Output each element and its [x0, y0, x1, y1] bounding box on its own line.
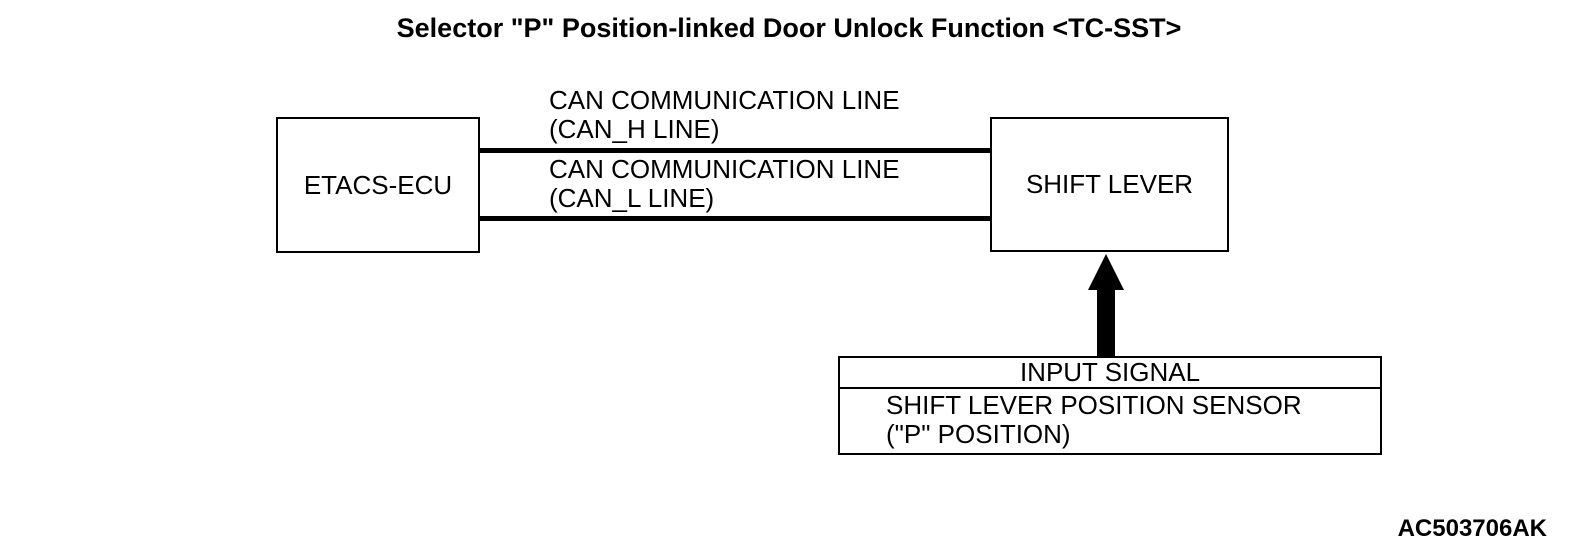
can-h-label: CAN COMMUNICATION LINE(CAN_H LINE): [549, 86, 900, 144]
input-signal-body-line1: SHIFT LEVER POSITION SENSOR: [886, 390, 1302, 420]
input-signal-box: INPUT SIGNAL SHIFT LEVER POSITION SENSOR…: [838, 356, 1382, 455]
diagram-title: Selector "P" Position-linked Door Unlock…: [396, 13, 1182, 43]
can-l-label: CAN COMMUNICATION LINE(CAN_L LINE): [549, 155, 900, 213]
can-h-line: [478, 148, 992, 153]
shift-lever-label: SHIFT LEVER: [1025, 169, 1194, 199]
input-signal-body-line2: ("P" POSITION): [886, 419, 1071, 449]
etacs-ecu-box: ETACS-ECU: [276, 117, 480, 253]
can-h-label-line1: CAN COMMUNICATION LINE: [549, 85, 900, 115]
input-signal-body: SHIFT LEVER POSITION SENSOR("P" POSITION…: [840, 389, 1380, 449]
shift-lever-box: SHIFT LEVER: [990, 117, 1229, 252]
can-l-line: [478, 216, 992, 221]
input-signal-header: INPUT SIGNAL: [840, 357, 1380, 389]
can-l-label-line1: CAN COMMUNICATION LINE: [549, 154, 900, 184]
figure-code: AC503706AK: [1397, 515, 1547, 542]
up-arrow-icon: [1097, 286, 1115, 356]
can-h-label-line2: (CAN_H LINE): [549, 114, 720, 144]
etacs-ecu-label: ETACS-ECU: [303, 169, 453, 200]
can-l-label-line2: (CAN_L LINE): [549, 183, 715, 213]
up-arrow-head-icon: [1088, 254, 1124, 290]
